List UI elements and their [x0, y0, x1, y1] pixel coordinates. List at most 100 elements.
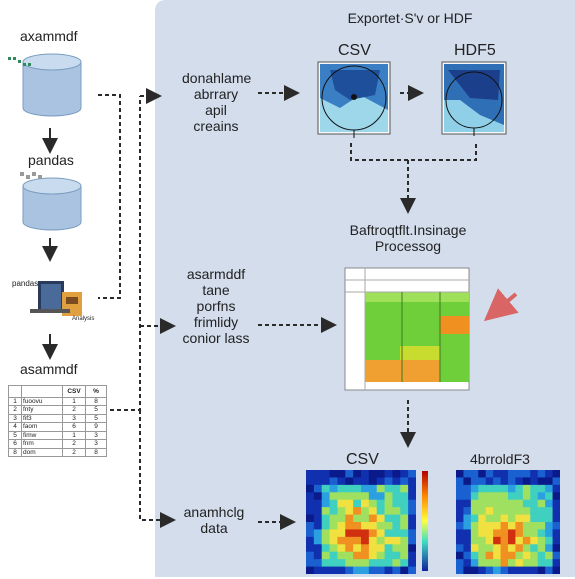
heatmap-cell — [478, 514, 487, 523]
heatmap-cell — [408, 514, 417, 523]
heatmap-cell — [463, 499, 472, 508]
heatmap-cell — [493, 566, 502, 575]
heatmap-cell — [545, 484, 554, 493]
pandas-logo-icon — [20, 172, 42, 179]
table-cell: 2 — [62, 447, 86, 458]
heatmap-cell — [345, 536, 354, 545]
heatmap-cell — [552, 492, 561, 501]
database-icon-2 — [22, 177, 82, 231]
heatmap-cell — [485, 536, 494, 545]
heatmap-cell — [408, 559, 417, 568]
analysis-label: Analysis — [72, 316, 95, 322]
processing-spreadsheet — [344, 267, 470, 391]
heatmap-cell — [456, 522, 464, 530]
heatmap-cell — [353, 566, 362, 575]
heatmap-cell — [500, 492, 509, 501]
table-header-cell: % — [85, 385, 107, 398]
heatmap-cell — [368, 477, 378, 486]
table-cell: 6 — [62, 422, 86, 432]
heatmap-cell — [376, 566, 386, 575]
heatmap-cell — [306, 566, 315, 575]
heatmap-cell — [552, 514, 561, 523]
table-cell: 3 — [8, 413, 22, 424]
heatmap-cell — [345, 514, 354, 523]
heatmap-cell — [456, 507, 464, 516]
heatmap-cell — [545, 544, 554, 553]
heatmap-cell — [337, 492, 346, 501]
heatmap-cell — [485, 559, 494, 568]
processing-label: Baftroqtflt.Insinage Processog — [349, 222, 467, 255]
table-cell: dom — [21, 447, 63, 458]
heatmap-cell — [392, 559, 401, 568]
heatmap-cell — [515, 544, 524, 553]
heatmap-cell — [552, 529, 561, 538]
heatmap-cell — [522, 551, 531, 560]
table-cell: 9 — [85, 422, 107, 432]
heatmap-cell — [345, 470, 354, 478]
heatmap-cell — [493, 507, 502, 516]
heatmap-cell — [392, 492, 401, 501]
heatmap-cell — [493, 551, 502, 560]
heatmap-cell — [384, 559, 393, 568]
heatmap-cell — [337, 536, 346, 545]
heatmap-cell — [478, 484, 487, 493]
heatmap-cell — [353, 484, 362, 493]
database-icon-1 — [22, 53, 82, 117]
heatmap-cell — [400, 484, 409, 493]
heatmap-cell — [456, 477, 464, 486]
heatmap-cell — [522, 529, 531, 538]
heatmap-cell — [537, 492, 546, 501]
heatmap-cell — [376, 536, 386, 545]
heatmap-cell — [313, 477, 323, 486]
heatmap-cell — [493, 492, 502, 501]
heatmap-cell — [313, 499, 323, 508]
heatmap-cell — [537, 499, 546, 508]
table-cell: faom — [21, 422, 63, 432]
heatmap-cell — [537, 470, 546, 478]
heatmap-cell — [361, 477, 370, 486]
heatmap-cell — [545, 499, 554, 508]
heatmap-cell — [353, 544, 362, 553]
heatmap-cell — [408, 492, 417, 501]
heatmap-cell — [478, 544, 487, 553]
heatmap-cell — [456, 529, 464, 538]
table-header-cell: CSV — [62, 385, 86, 398]
heatmap-cell — [408, 507, 417, 516]
heatmap-cell — [321, 536, 331, 545]
heatmap-cell — [345, 484, 354, 493]
heatmap-cell — [537, 484, 546, 493]
heatmap-cell — [478, 507, 487, 516]
heatmap-cell — [361, 551, 370, 560]
heatmap-cell — [337, 559, 346, 568]
heatmap-cell — [500, 559, 509, 568]
heatmap-cell — [522, 484, 531, 493]
heatmap-cell — [500, 529, 509, 538]
heatmap-cell — [470, 477, 479, 486]
table-cell: 4 — [8, 422, 22, 432]
heatmap-cell — [522, 492, 531, 501]
heatmap-cell — [376, 514, 386, 523]
heatmap-cell — [368, 514, 378, 523]
heatmap-cell — [384, 492, 393, 501]
heatmap-cell — [400, 492, 409, 501]
heatmap-cell — [463, 566, 472, 575]
heatmap-cell — [552, 559, 561, 568]
heatmap-cell — [313, 566, 323, 575]
heatmap-cell — [400, 559, 409, 568]
heatmap-cell — [376, 470, 386, 478]
heatmap-cell — [345, 551, 354, 560]
heatmap-cell — [470, 499, 479, 508]
heatmap-cell — [313, 522, 323, 530]
heatmap-colorbar — [422, 471, 428, 571]
heatmap-cell — [345, 499, 354, 508]
heatmap-cell — [456, 514, 464, 523]
heatmap-cell — [522, 536, 531, 545]
heatmap-cell — [337, 507, 346, 516]
heatmap-cell — [392, 551, 401, 560]
heatmap-cell — [392, 470, 401, 478]
heatmap-cell — [329, 507, 338, 516]
heatmap-cell — [500, 536, 509, 545]
heatmap-cell — [329, 477, 338, 486]
